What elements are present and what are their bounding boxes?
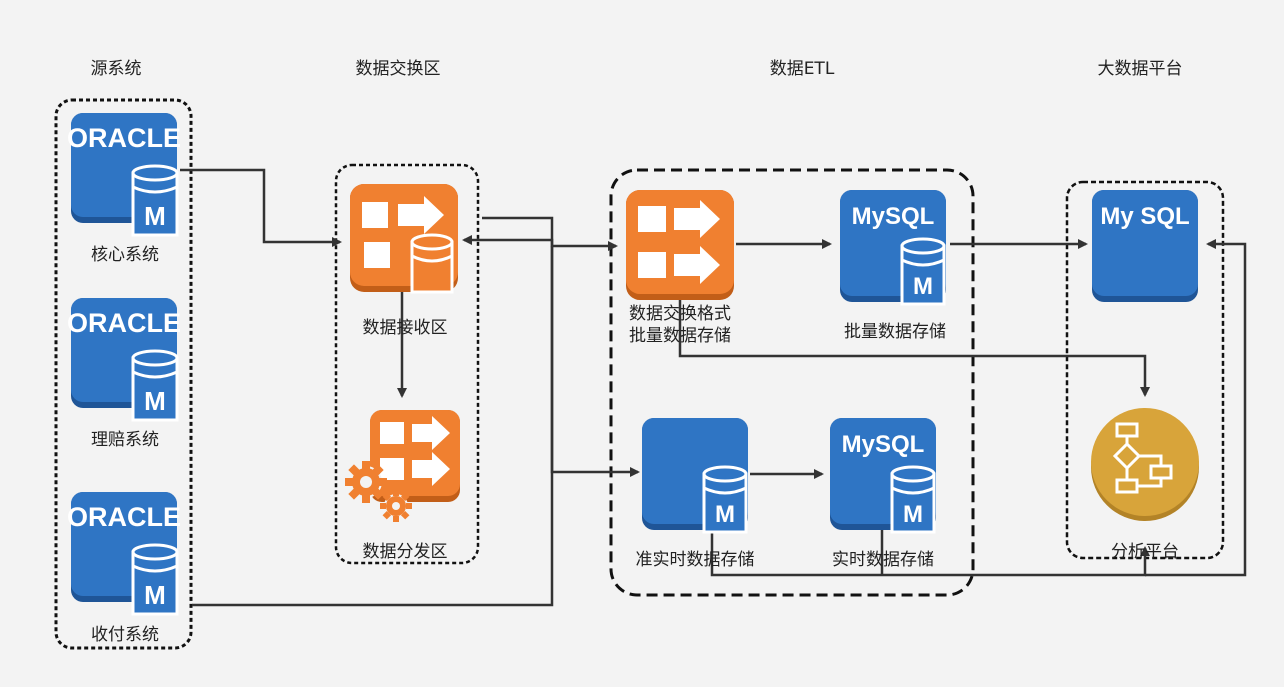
- label-distribute-zone: 数据分发区: [362, 542, 448, 562]
- label-rt-mysql: 实时数据存储: [832, 550, 934, 570]
- column-header-exchange: 数据交换区: [355, 59, 441, 79]
- oracle-db-icon: ORACLE M: [67, 492, 181, 616]
- label-payment-system: 收付系统: [91, 625, 159, 645]
- connections: [180, 168, 1247, 607]
- source-group-box: [54, 98, 193, 650]
- exchange-group-box: [334, 163, 480, 565]
- rt-store-icon: M: [642, 418, 748, 534]
- label-rt-store: 准实时数据存储: [635, 550, 755, 570]
- oracle-db-icon: ORACLE M: [67, 113, 181, 237]
- edge-loop-to-platform: [1145, 239, 1247, 577]
- svg-text:M: M: [144, 201, 166, 231]
- gear-icon: [345, 461, 387, 503]
- label-analysis-platform: 分析平台: [1111, 542, 1179, 562]
- label-claims-system: 理赔系统: [91, 430, 159, 450]
- edge-rt-to-analysis: [710, 524, 1150, 577]
- mysql-db-icon: MySQL M: [840, 190, 946, 306]
- gear-icon: [380, 490, 412, 522]
- column-header-source: 源系统: [90, 59, 142, 79]
- label-batch-store: 批量数据存储: [844, 322, 946, 342]
- oracle-db-icon: ORACLE M: [67, 298, 181, 422]
- svg-text:MySQL: MySQL: [842, 431, 925, 458]
- svg-text:ORACLE: ORACLE: [67, 308, 181, 338]
- column-header-bigdata: 大数据平台: [1097, 59, 1183, 79]
- column-header-etl: 数据ETL: [769, 59, 835, 79]
- svg-text:ORACLE: ORACLE: [67, 502, 181, 532]
- mysql-db-icon: MySQL M: [830, 418, 936, 534]
- svg-text:M: M: [903, 501, 923, 528]
- svg-text:M: M: [144, 386, 166, 416]
- edge-core-to-receive: [180, 168, 342, 247]
- cylinder-icon: [410, 233, 454, 294]
- flowchart-icon: [1091, 408, 1199, 521]
- svg-text:M: M: [144, 580, 166, 610]
- label-core-system: 核心系统: [91, 245, 159, 265]
- svg-text:My SQL: My SQL: [1100, 203, 1189, 230]
- svg-text:MySQL: MySQL: [852, 203, 935, 230]
- label-format-batch: 数据交换格式 批量数据存储: [629, 304, 731, 346]
- edge-split-to-rt: [550, 246, 640, 477]
- svg-text:M: M: [913, 273, 933, 300]
- etl-group-box: [609, 168, 975, 597]
- svg-text:ORACLE: ORACLE: [67, 123, 181, 153]
- edge-receive-to-format: [482, 216, 618, 251]
- mysql-db-icon: My SQL: [1092, 190, 1198, 302]
- edge-format-to-analysis: [678, 300, 1150, 397]
- format-batch-icon: [626, 190, 734, 300]
- distribute-icon: [370, 410, 460, 502]
- label-receive-zone: 数据接收区: [362, 318, 448, 338]
- svg-text:M: M: [715, 501, 735, 528]
- receive-icon: [350, 184, 458, 294]
